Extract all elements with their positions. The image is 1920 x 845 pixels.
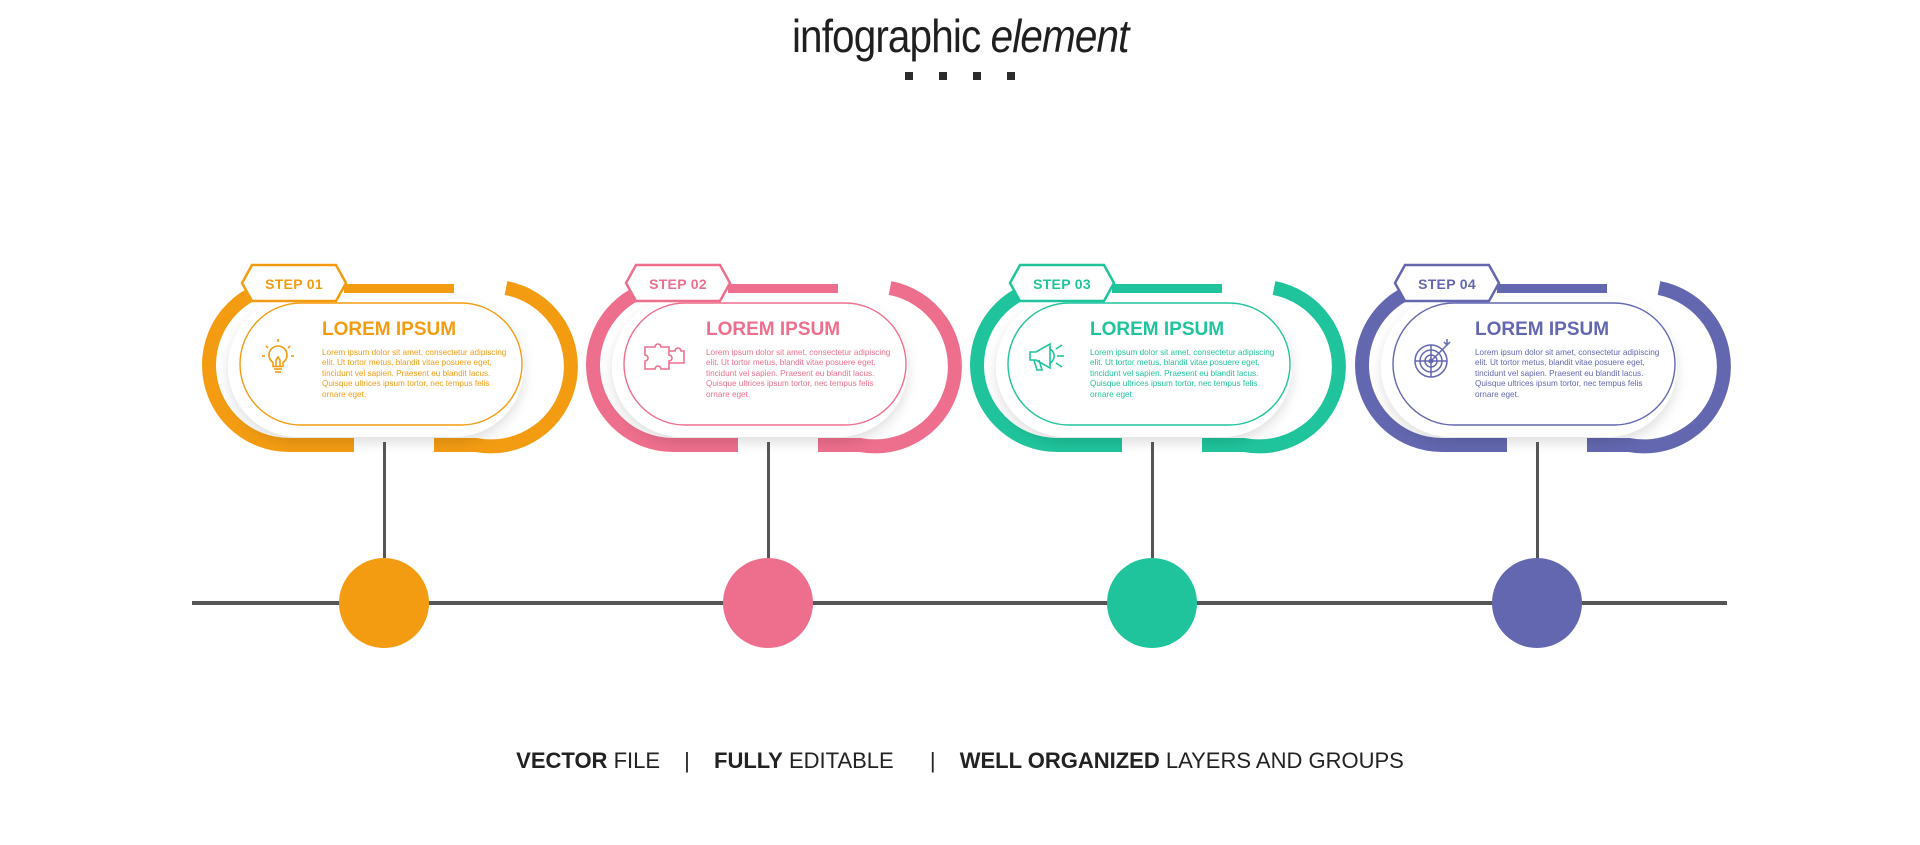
target-icon [1411, 337, 1451, 378]
page-title: infographic element [792, 10, 1129, 62]
step-card-1: STEP 01 LOREM IPSUM Lorem ipsum dolor si… [202, 263, 578, 454]
timeline-node-3 [1107, 558, 1197, 648]
step-tag-shape [1393, 263, 1501, 303]
dot [939, 72, 947, 80]
step-card-4: STEP 04 LOREM IPSUM Lorem ipsum dolor si… [1355, 263, 1731, 454]
footer-text-1: FILE [607, 748, 661, 773]
title-dots [0, 72, 1920, 80]
card-panel [612, 297, 908, 437]
card-panel [228, 297, 524, 437]
card-frame [970, 263, 1346, 454]
connector-stem [1535, 442, 1539, 558]
step-tag-shape [240, 263, 348, 303]
step-tag-shape [1008, 263, 1116, 303]
card-outline [239, 302, 523, 426]
card-frame [202, 263, 578, 454]
footer-bold-1: VECTOR [516, 748, 608, 773]
dot [973, 72, 981, 80]
megaphone-icon [1026, 337, 1066, 377]
card-outline [623, 302, 907, 426]
card-arc-right [1202, 281, 1346, 454]
footer-separator: | [684, 748, 690, 773]
step-title: LOREM IPSUM [322, 319, 457, 340]
connector-stem [766, 442, 770, 558]
step-title: LOREM IPSUM [1475, 319, 1610, 340]
footer-caption: VECTOR FILE | FULLY EDITABLE | WELL ORGA… [0, 748, 1920, 774]
card-arc-right [434, 281, 578, 454]
footer-separator: | [929, 748, 936, 773]
step-tag-shape [624, 263, 732, 303]
step-text: Lorem ipsum dolor sit amet, consectetur … [1090, 348, 1275, 399]
step-title: LOREM IPSUM [1090, 319, 1225, 340]
step-tag: STEP 01 [265, 276, 323, 292]
step-tag: STEP 02 [649, 276, 707, 292]
step-tag: STEP 03 [1033, 276, 1091, 292]
title-italic: element [990, 10, 1129, 62]
card-arc-right [818, 281, 962, 454]
footer-text-2: EDITABLE [782, 748, 894, 773]
dot [905, 72, 913, 80]
footer-bold-2: FULLY [714, 748, 783, 773]
footer-text-3: LAYERS AND GROUPS [1159, 748, 1404, 773]
step-tag: STEP 04 [1418, 276, 1476, 292]
timeline-node-1 [339, 558, 429, 648]
step-card-2: STEP 02 LOREM IPSUM Lorem ipsum dolor si… [586, 263, 962, 454]
lightbulb-icon [258, 337, 298, 377]
step-text: Lorem ipsum dolor sit amet, consectetur … [322, 348, 507, 399]
timeline-node-2 [723, 558, 813, 648]
card-outline [1007, 302, 1291, 426]
connector-stem [1150, 442, 1154, 558]
puzzle-icon [642, 337, 685, 377]
card-top-bar [344, 284, 454, 293]
step-text: Lorem ipsum dolor sit amet, consectetur … [1475, 348, 1660, 399]
card-panel [1381, 297, 1677, 437]
connector-stem [382, 442, 386, 558]
card-top-bar [728, 284, 838, 293]
dot [1007, 72, 1015, 80]
header: infographic element [0, 10, 1920, 80]
card-arc-right [1587, 281, 1731, 454]
card-outline [1392, 302, 1676, 426]
step-text: Lorem ipsum dolor sit amet, consectetur … [706, 348, 891, 399]
title-bold: infographic [791, 10, 981, 62]
card-panel [996, 297, 1292, 437]
timeline-line [192, 601, 1727, 605]
timeline-node-4 [1492, 558, 1582, 648]
step-title: LOREM IPSUM [706, 319, 841, 340]
footer-bold-3: WELL ORGANIZED [959, 748, 1160, 773]
step-card-3: STEP 03 LOREM IPSUM Lorem ipsum dolor si… [970, 263, 1346, 454]
card-top-bar [1112, 284, 1222, 293]
card-frame [1355, 263, 1731, 454]
card-frame [586, 263, 962, 454]
card-top-bar [1497, 284, 1607, 293]
